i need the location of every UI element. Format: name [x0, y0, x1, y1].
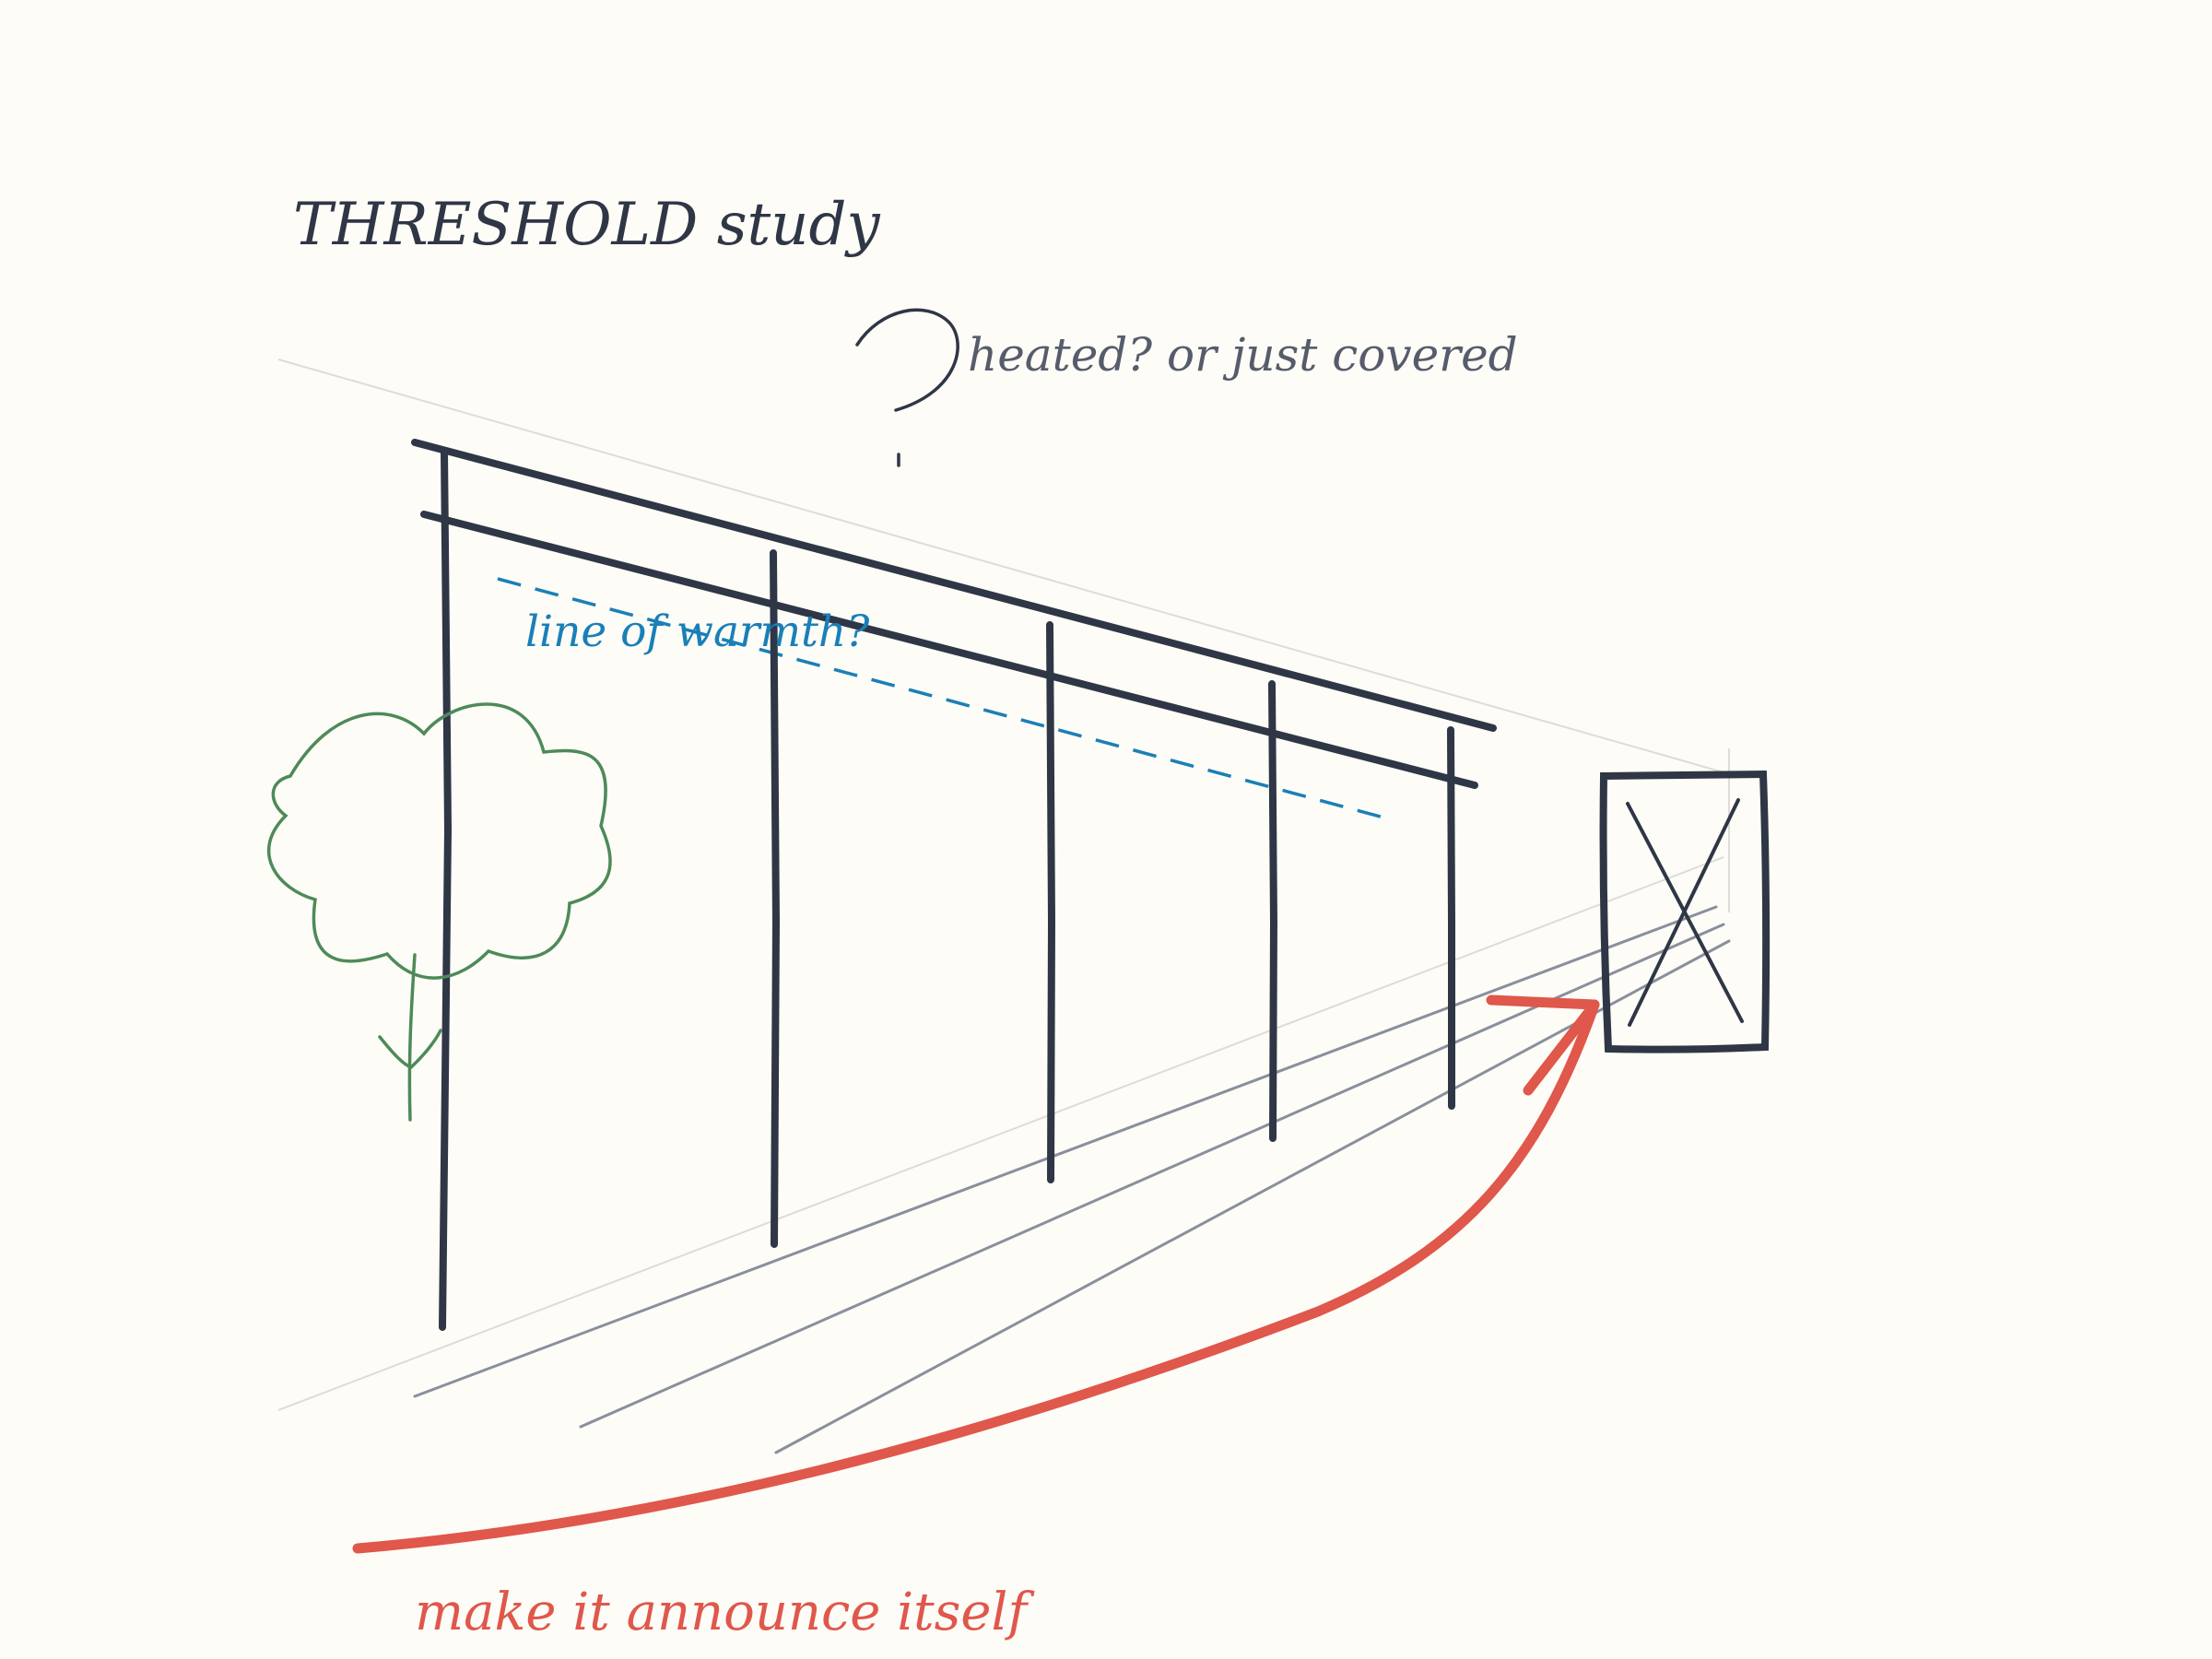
arrow-head	[1486, 994, 1600, 1096]
paving-lines	[413, 905, 1731, 1454]
guide-line-bottom	[277, 856, 1724, 1411]
question-mark-icon	[855, 308, 959, 467]
canopy-beam-lower	[420, 511, 1478, 789]
canopy-post-4	[1268, 680, 1278, 1142]
question-mark-curve	[855, 308, 959, 412]
canopy-post-5	[1447, 726, 1455, 1110]
canopy-structure	[411, 439, 1497, 1331]
curved-arrow-icon	[352, 994, 1600, 1554]
perspective-guides	[277, 359, 1730, 1411]
tree-sketch	[266, 702, 612, 1122]
sketch-title: THRESHOLD study	[293, 191, 880, 259]
door-icon	[1599, 770, 1771, 1053]
paving-line-3	[774, 939, 1731, 1454]
note-make-it-announce: make it announce itself	[415, 1583, 1028, 1642]
door-frame	[1599, 770, 1771, 1053]
tree-branch	[378, 1029, 442, 1070]
tree-canopy	[266, 702, 612, 980]
note-heated-or-covered: heated? or just covered	[968, 328, 1518, 382]
canopy-post-2	[770, 549, 781, 1248]
paving-line-1	[413, 905, 1718, 1398]
canopy-beam-upper	[411, 439, 1497, 732]
door-cross-2	[1628, 798, 1740, 1027]
tree-trunk	[407, 953, 417, 1122]
guide-line-top	[277, 359, 1724, 773]
canopy-post-1	[439, 448, 453, 1331]
paving-line-2	[579, 923, 1725, 1429]
canopy-post-3	[1046, 621, 1056, 1183]
arrow-shaft	[352, 999, 1600, 1554]
note-line-of-warmth: line of warmth?	[525, 606, 870, 657]
